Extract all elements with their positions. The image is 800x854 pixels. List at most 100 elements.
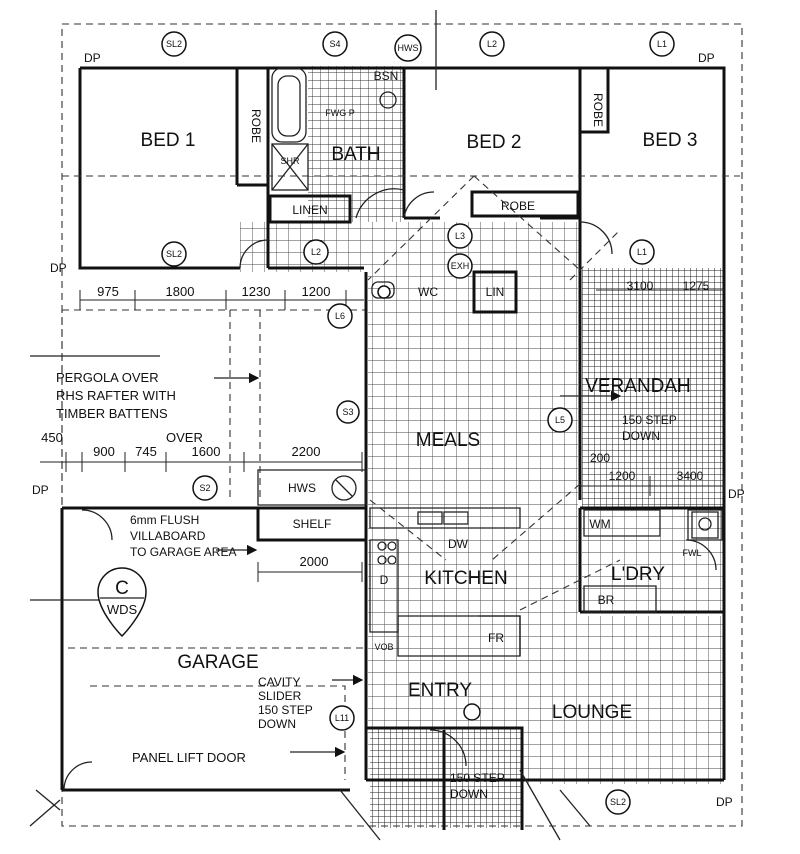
arrows <box>214 372 622 758</box>
label-fwg: FWG P <box>325 108 355 118</box>
label-vob: VOB <box>374 642 393 652</box>
label-robe-bed2: ROBE <box>501 199 535 213</box>
laundry-tiles <box>582 508 724 612</box>
downpipes: DP DP DP DP DP DP <box>32 51 745 809</box>
label-wm: WM <box>589 517 610 531</box>
dimension-labels: 975 1800 1230 1200 450 900 745 1600 2200… <box>41 279 710 569</box>
porch-tiles <box>370 728 522 828</box>
trough <box>691 511 719 539</box>
room-garage: GARAGE <box>177 652 258 673</box>
room-laundry: L'DRY <box>611 564 665 585</box>
hws-tank <box>331 475 357 501</box>
note-panel-lift: PANEL LIFT DOOR <box>132 750 246 765</box>
svg-text:SL2: SL2 <box>610 797 626 807</box>
hip-lines <box>29 175 621 841</box>
dim-1230: 1230 <box>242 284 271 299</box>
marker-l2-top: L2 <box>479 31 505 57</box>
marker-hws-top: HWS <box>394 34 422 62</box>
room-bath: BATH <box>331 144 380 165</box>
note-pergola-1: PERGOLA OVER <box>56 370 159 385</box>
marker-sl2-mid: SL2 <box>161 241 187 267</box>
bathtub <box>271 67 307 143</box>
marker-exh: EXH <box>447 253 473 279</box>
label-bsn: BSN <box>374 69 399 83</box>
label-fwl: FWL <box>683 548 702 558</box>
walls <box>60 66 726 830</box>
marker-l2-hall: L2 <box>303 239 329 265</box>
svg-text:L11: L11 <box>335 713 349 723</box>
dp-right: DP <box>728 487 745 501</box>
room-verandah: VERANDAH <box>585 376 691 397</box>
room-labels: BED 1 BED 2 BED 3 BATH MEALS KITCHEN VER… <box>141 130 698 723</box>
marker-s3: S3 <box>336 400 360 424</box>
markers: SL2 S4 HWS L2 L1 SL2 L2 L3 EXH L1 L6 S3 … <box>161 31 675 815</box>
note-villaboard-3: TO GARAGE AREA <box>130 545 236 559</box>
dim-1200: 1200 <box>302 284 331 299</box>
dp-mid-left: DP <box>50 261 67 275</box>
marker-l6: L6 <box>327 303 353 329</box>
svg-text:S2: S2 <box>199 483 210 493</box>
marker-sl2-bottom: SL2 <box>605 789 631 815</box>
dim-745: 745 <box>135 444 157 459</box>
doors <box>63 188 717 791</box>
note-cavity-2: SLIDER <box>258 689 302 703</box>
fixture-labels: ROBE ROBE ROBE LINEN SHR BSN FWG P WC LI… <box>249 69 702 652</box>
svg-text:L5: L5 <box>555 415 565 425</box>
shower <box>271 143 309 191</box>
dp-garage-left: DP <box>32 483 49 497</box>
centerlines <box>30 10 740 601</box>
dim-450: 450 <box>41 430 63 445</box>
room-entry: ENTRY <box>408 680 472 701</box>
note-cavity-3: 150 STEP <box>258 703 313 717</box>
basin <box>379 91 397 109</box>
svg-text:C: C <box>115 578 129 599</box>
note-villaboard-1: 6mm FLUSH <box>130 513 199 527</box>
label-dw: DW <box>448 537 469 551</box>
note-entry-step-2: DOWN <box>450 787 488 801</box>
room-bed2: BED 2 <box>467 132 522 153</box>
note-pergola-2: RHS RAFTER WITH <box>56 388 176 403</box>
dp-top-right: DP <box>698 51 715 65</box>
tiled-floors <box>240 66 724 828</box>
svg-text:L3: L3 <box>455 231 465 241</box>
marker-l11: L11 <box>329 705 355 731</box>
label-hws: HWS <box>288 481 316 495</box>
notes: PERGOLA OVER RHS RAFTER WITH TIMBER BATT… <box>56 370 677 801</box>
svg-text:WDS: WDS <box>107 602 138 617</box>
marker-l1-mid: L1 <box>629 239 655 265</box>
note-villaboard-2: VILLABOARD <box>130 529 206 543</box>
label-br: BR <box>598 593 615 607</box>
svg-text:S3: S3 <box>342 407 353 417</box>
wds-symbol: C WDS <box>97 567 147 638</box>
dim-2200: 2200 <box>292 444 321 459</box>
hall-tiles <box>240 222 580 272</box>
dim-3100: 3100 <box>627 279 654 293</box>
label-shr: SHR <box>280 156 300 166</box>
svg-text:L2: L2 <box>487 39 497 49</box>
note-over: OVER <box>166 430 203 445</box>
label-wc: WC <box>418 285 438 299</box>
note-verandah-step-1: 150 STEP <box>622 413 677 427</box>
label-lin: LIN <box>486 285 505 299</box>
verandah-tiles <box>582 268 724 508</box>
svg-text:L2: L2 <box>311 247 321 257</box>
svg-text:L6: L6 <box>335 311 345 321</box>
marker-sl2-top: SL2 <box>161 31 187 57</box>
dim-1200b: 1200 <box>609 469 636 483</box>
label-robe-bed1: ROBE <box>249 109 263 143</box>
dim-200: 200 <box>590 451 610 465</box>
label-robe-bed3: ROBE <box>591 93 605 127</box>
room-bed3: BED 3 <box>643 130 698 151</box>
note-cavity-4: DOWN <box>258 717 296 731</box>
label-linen: LINEN <box>292 203 327 217</box>
marker-l3: L3 <box>447 223 473 249</box>
dim-975: 975 <box>97 284 119 299</box>
label-shelf: SHELF <box>293 517 332 531</box>
marker-l1-top: L1 <box>649 31 675 57</box>
svg-text:SL2: SL2 <box>166 249 182 259</box>
svg-text:S4: S4 <box>329 39 340 49</box>
note-pergola-3: TIMBER BATTENS <box>56 406 168 421</box>
kitchen-tiles <box>368 508 578 616</box>
dim-900: 900 <box>93 444 115 459</box>
